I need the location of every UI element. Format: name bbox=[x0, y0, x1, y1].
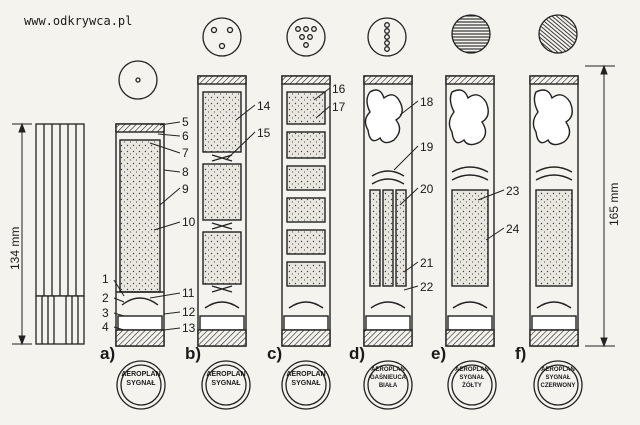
panel-f bbox=[529, 75, 579, 347]
part-number: 8 bbox=[182, 165, 189, 179]
part-number: 10 bbox=[182, 215, 196, 229]
panel-label-c: c) bbox=[267, 344, 283, 363]
dimension-left bbox=[12, 122, 32, 346]
panel-a bbox=[115, 123, 165, 347]
dimension-right-label: 165 mm bbox=[607, 182, 621, 226]
stamp-line: SYGNAŁ bbox=[545, 375, 571, 381]
stamp-line: AEROPLAN bbox=[541, 367, 575, 373]
panel-label-e: e) bbox=[431, 344, 447, 363]
part-number: 13 bbox=[182, 321, 196, 335]
part-number: 23 bbox=[506, 184, 520, 198]
panel-label-a: a) bbox=[100, 344, 116, 363]
stamp-line: ŻÓŁTY bbox=[462, 383, 482, 389]
leader-lines bbox=[113, 87, 505, 331]
cartridge-exterior bbox=[35, 123, 85, 345]
stamp-line: CZERWONY bbox=[540, 383, 576, 389]
part-number: 3 bbox=[102, 306, 109, 320]
dimension-left-label: 134 mm bbox=[8, 226, 22, 270]
part-number: 20 bbox=[420, 182, 434, 196]
part-number: 18 bbox=[420, 95, 434, 109]
stamp-line: AEROPLAN bbox=[455, 367, 489, 373]
stamp-line: BIAŁA bbox=[378, 383, 398, 389]
stamps bbox=[116, 360, 583, 410]
stamp-e: AEROPLAN SYGNAŁ ŻÓŁTY bbox=[448, 366, 496, 390]
part-number: 19 bbox=[420, 140, 434, 154]
stamp-line: SYGNAŁ bbox=[126, 380, 156, 387]
panel-label-b: b) bbox=[185, 344, 202, 363]
dimension-right bbox=[585, 64, 615, 348]
stamp-line: AEROPLAN bbox=[121, 371, 161, 378]
part-number: 12 bbox=[182, 305, 196, 319]
stamp-d: AEROPLAN GAŚNIEUCA BIAŁA bbox=[364, 366, 412, 390]
part-number: 16 bbox=[332, 82, 346, 96]
stamp-a: AEROPLAN SYGNAŁ bbox=[117, 370, 165, 388]
stamp-line: SYGNAŁ bbox=[459, 375, 485, 381]
panel-label-d: d) bbox=[349, 344, 366, 363]
part-number: 22 bbox=[420, 280, 434, 294]
stamp-line: AEROPLAN bbox=[286, 371, 326, 378]
watermark: www.odkrywca.pl bbox=[24, 14, 133, 28]
part-number: 24 bbox=[506, 222, 520, 236]
panel-c bbox=[281, 75, 331, 347]
panel-d bbox=[363, 75, 413, 347]
part-number: 7 bbox=[182, 146, 189, 160]
part-number: 4 bbox=[102, 320, 109, 334]
part-number: 17 bbox=[332, 100, 346, 114]
stamp-line: SYGNAŁ bbox=[211, 380, 241, 387]
stamp-b: AEROPLAN SYGNAŁ bbox=[202, 370, 250, 388]
panel-e bbox=[445, 75, 495, 347]
part-number: 6 bbox=[182, 129, 189, 143]
part-number: 2 bbox=[102, 291, 109, 305]
stamp-line: AEROPLAN bbox=[371, 367, 405, 373]
stamp-f: AEROPLAN SYGNAŁ CZERWONY bbox=[534, 366, 582, 390]
part-number: 15 bbox=[257, 126, 271, 140]
part-number: 21 bbox=[420, 256, 434, 270]
part-number: 9 bbox=[182, 182, 189, 196]
part-number: 11 bbox=[182, 286, 195, 300]
stamp-line: AEROPLAN bbox=[206, 371, 246, 378]
top-views bbox=[118, 14, 578, 100]
stamp-line: GAŚNIEUCA bbox=[369, 375, 406, 381]
panel-b bbox=[197, 75, 247, 347]
part-number: 14 bbox=[257, 99, 271, 113]
stamp-line: SYGNAŁ bbox=[291, 380, 321, 387]
part-number: 1 bbox=[102, 272, 109, 286]
stamp-c: AEROPLAN SYGNAŁ bbox=[282, 370, 330, 388]
part-number: 5 bbox=[182, 115, 189, 129]
panel-label-f: f) bbox=[515, 344, 527, 363]
